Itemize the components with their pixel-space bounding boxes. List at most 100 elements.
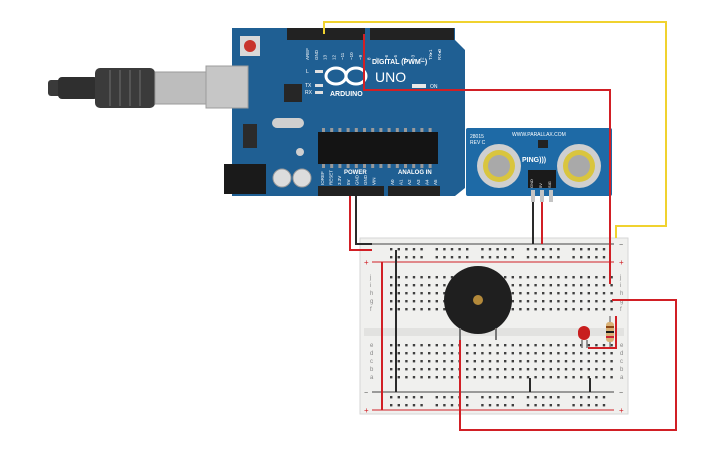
breadboard-hole[interactable] [534,344,537,347]
breadboard-hole[interactable] [390,284,393,287]
breadboard-hole[interactable] [587,360,590,363]
breadboard-hole[interactable] [397,360,400,363]
rail-hole[interactable] [443,404,446,407]
breadboard-hole[interactable] [610,368,613,371]
breadboard-hole[interactable] [542,376,545,379]
rail-hole[interactable] [572,396,575,399]
breadboard-hole[interactable] [412,352,416,355]
breadboard-hole[interactable] [526,284,530,287]
breadboard-hole[interactable] [572,292,575,295]
breadboard-hole[interactable] [610,352,613,355]
breadboard-hole[interactable] [428,368,431,371]
breadboard-hole[interactable] [519,360,522,363]
breadboard-hole[interactable] [390,368,393,371]
breadboard-hole[interactable] [420,352,423,355]
breadboard-hole[interactable] [435,276,438,279]
breadboard-hole[interactable] [435,352,438,355]
breadboard-hole[interactable] [450,360,454,363]
rail-hole[interactable] [587,404,590,407]
breadboard-hole[interactable] [405,376,408,379]
breadboard-hole[interactable] [511,292,514,295]
breadboard-hole[interactable] [397,344,400,347]
rail-hole[interactable] [587,248,590,251]
rail-hole[interactable] [397,396,400,399]
breadboard-hole[interactable] [572,308,575,311]
rail-hole[interactable] [549,396,552,399]
breadboard-hole[interactable] [496,360,499,363]
breadboard-hole[interactable] [511,368,514,371]
breadboard-hole[interactable] [519,344,522,347]
rail-hole[interactable] [420,396,423,399]
rail-hole[interactable] [390,248,393,251]
resistor[interactable] [606,316,614,348]
breadboard-hole[interactable] [534,360,537,363]
breadboard-hole[interactable] [595,300,598,303]
breadboard-hole[interactable] [428,308,431,311]
rail-hole[interactable] [481,396,484,399]
rail-hole[interactable] [496,256,499,259]
breadboard-hole[interactable] [488,368,492,371]
rail-hole[interactable] [595,396,598,399]
breadboard-hole[interactable] [412,276,416,279]
breadboard-hole[interactable] [610,292,613,295]
breadboard-hole[interactable] [450,344,454,347]
breadboard-hole[interactable] [390,352,393,355]
breadboard-hole[interactable] [534,352,537,355]
breadboard-hole[interactable] [602,344,606,347]
rail-hole[interactable] [549,404,552,407]
breadboard-hole[interactable] [549,344,552,347]
rail-hole[interactable] [435,248,438,251]
breadboard-hole[interactable] [466,360,469,363]
breadboard-hole[interactable] [466,344,469,347]
wire-red-sensor-trigger[interactable] [363,34,611,284]
rail-hole[interactable] [602,404,606,407]
rail-hole[interactable] [443,396,446,399]
breadboard-hole[interactable] [519,308,522,311]
breadboard-hole[interactable] [610,376,613,379]
breadboard-hole[interactable] [595,292,598,295]
breadboard-hole[interactable] [557,376,560,379]
breadboard-hole[interactable] [481,352,484,355]
rail-hole[interactable] [481,256,484,259]
breadboard-hole[interactable] [519,300,522,303]
breadboard-hole[interactable] [473,344,476,347]
breadboard-hole[interactable] [504,344,507,347]
rail-hole[interactable] [405,404,408,407]
rail-hole[interactable] [534,396,537,399]
breadboard-hole[interactable] [595,284,598,287]
breadboard-hole[interactable] [420,300,423,303]
rail-hole[interactable] [526,396,530,399]
breadboard-hole[interactable] [519,292,522,295]
breadboard-hole[interactable] [412,300,416,303]
breadboard-hole[interactable] [420,284,423,287]
breadboard-hole[interactable] [564,376,568,379]
breadboard-hole[interactable] [526,300,530,303]
breadboard-hole[interactable] [534,276,537,279]
rail-hole[interactable] [557,248,560,251]
wire-red-buzzer[interactable] [459,299,677,431]
rail-hole[interactable] [488,396,492,399]
breadboard-hole[interactable] [580,300,583,303]
breadboard-hole[interactable] [428,284,431,287]
breadboard-hole[interactable] [412,308,416,311]
breadboard-hole[interactable] [587,308,590,311]
breadboard-hole[interactable] [511,284,514,287]
breadboard-hole[interactable] [397,284,400,287]
rail-hole[interactable] [504,404,507,407]
breadboard-hole[interactable] [572,344,575,347]
rail-hole[interactable] [511,248,514,251]
breadboard-hole[interactable] [526,360,530,363]
breadboard-hole[interactable] [549,352,552,355]
breadboard-hole[interactable] [420,344,423,347]
rail-hole[interactable] [557,404,560,407]
breadboard-hole[interactable] [504,368,507,371]
rail-hole[interactable] [450,396,454,399]
breadboard-hole[interactable] [557,308,560,311]
breadboard-hole[interactable] [595,368,598,371]
rail-hole[interactable] [488,248,492,251]
breadboard-hole[interactable] [504,276,507,279]
breadboard-hole[interactable] [602,300,606,303]
breadboard-hole[interactable] [602,352,606,355]
breadboard-hole[interactable] [534,308,537,311]
